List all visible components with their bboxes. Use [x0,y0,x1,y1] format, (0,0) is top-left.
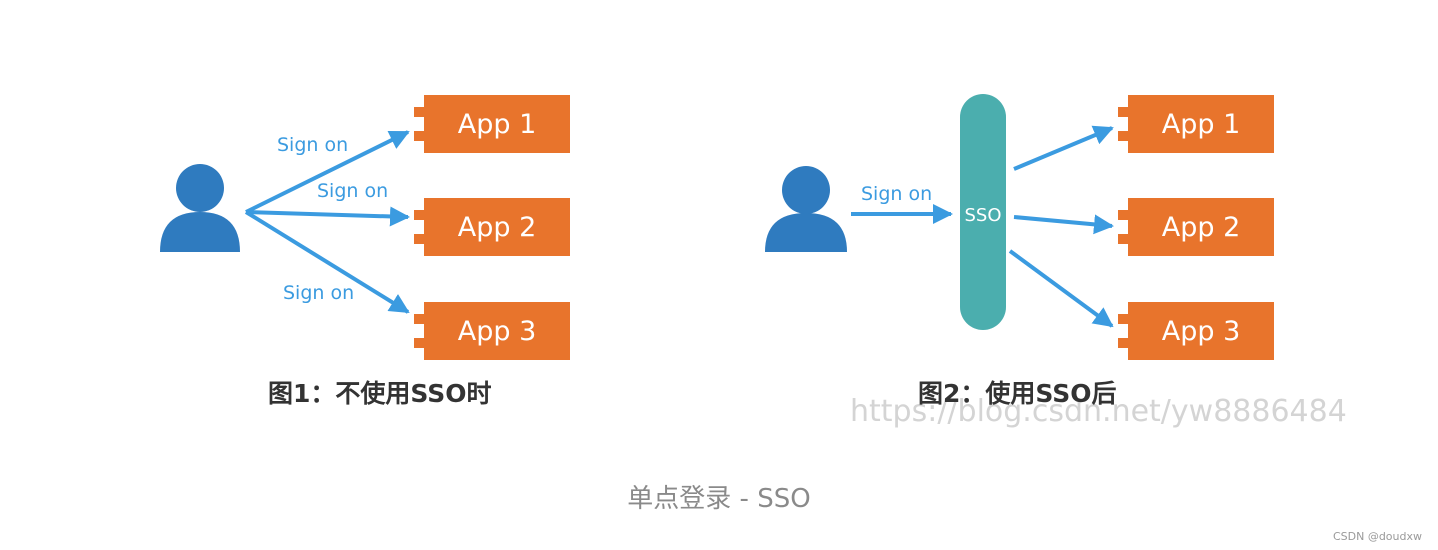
user-icon [765,166,847,252]
sign-on-label: Sign on [861,183,932,205]
app-label-3: App 3 [458,316,537,347]
watermark-url: https://blog.csdn.net/yw8886484 [850,394,1347,429]
arrow-to-app-1 [245,130,410,214]
app-box-2: App 2 [414,198,570,256]
sign-on-label-3: Sign on [283,282,354,304]
arrow-sso-to-app-2 [1013,214,1114,235]
app-label-1: App 1 [1162,109,1241,140]
app-box-1: App 1 [1118,95,1274,153]
app-label-3: App 3 [1162,316,1241,347]
app-label-2: App 2 [458,212,537,243]
app-label-1: App 1 [458,109,537,140]
app-box-3: App 3 [1118,302,1274,360]
arrow-sso-to-app-1 [1013,125,1114,171]
arrow-to-app-2 [245,206,410,227]
user-icon [160,164,240,252]
credit-label: CSDN @doudxw [1333,530,1422,543]
sso-label: SSO [964,205,1001,226]
arrow-to-app-3 [244,210,410,314]
figure-1: Sign on Sign on Sign on App 1 App 2 App … [160,95,570,408]
app-box-1: App 1 [414,95,570,153]
figure-1-caption: 图1：不使用SSO时 [268,379,492,408]
app-box-2: App 2 [1118,198,1274,256]
sign-on-label-2: Sign on [317,180,388,202]
app-label-2: App 2 [1162,212,1241,243]
figure-2-caption: 图2：使用SSO后 [918,379,1117,408]
arrow-sso-to-app-3 [1008,249,1114,328]
sign-on-label-1: Sign on [277,134,348,156]
app-box-3: App 3 [414,302,570,360]
figure-2: https://blog.csdn.net/yw8886484 Sign on … [765,94,1347,429]
sso-bar: SSO [960,94,1006,330]
main-caption: 单点登录 - SSO [627,484,810,514]
